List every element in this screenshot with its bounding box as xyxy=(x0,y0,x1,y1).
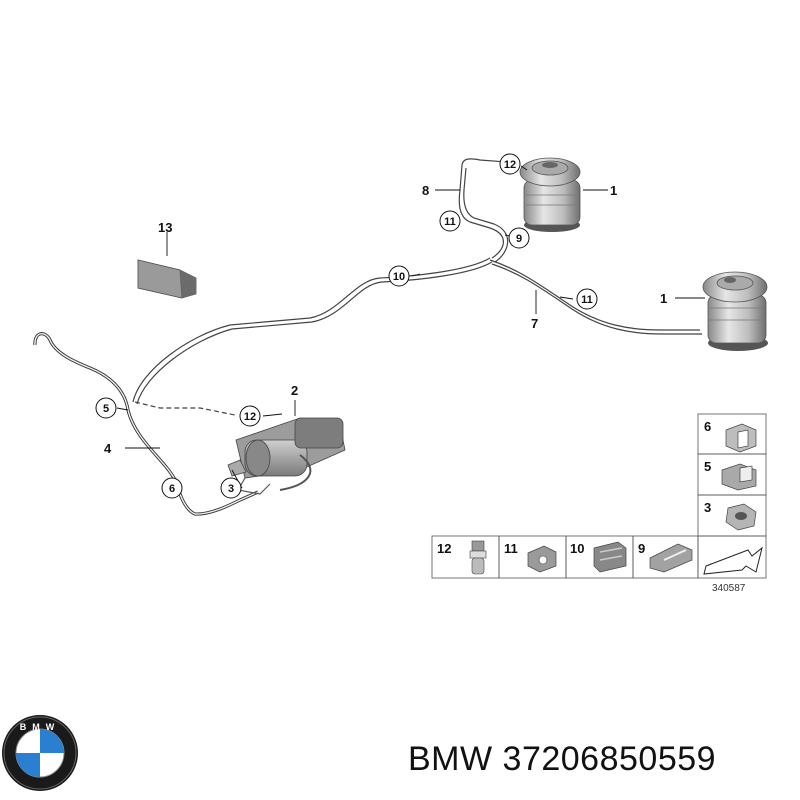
table-label-6: 6 xyxy=(704,419,711,434)
callout-3: 3 xyxy=(228,483,234,495)
callout-4: 4 xyxy=(104,441,112,456)
table-label-3: 3 xyxy=(704,500,711,515)
circled-callouts xyxy=(95,153,598,499)
callout-11-lower: 11 xyxy=(581,294,593,306)
air-lines xyxy=(33,158,702,516)
callout-7: 7 xyxy=(531,316,538,331)
callout-8: 8 xyxy=(422,183,429,198)
callout-6: 6 xyxy=(169,483,175,495)
callout-12-compressor: 12 xyxy=(244,411,256,423)
callout-13: 13 xyxy=(158,220,172,235)
callout-11-upper: 11 xyxy=(444,216,456,228)
callout-5: 5 xyxy=(103,403,109,415)
small-parts-table xyxy=(431,413,767,579)
part-10-holder-icon xyxy=(593,541,627,573)
air-spring-lower xyxy=(702,271,768,351)
part-5-clip-icon xyxy=(721,463,757,491)
part-number: 37206850559 xyxy=(502,740,717,778)
callout-9: 9 xyxy=(516,233,522,245)
air-spring-upper xyxy=(519,157,581,232)
part-6-clip-icon xyxy=(725,423,757,453)
callout-2: 2 xyxy=(291,383,298,398)
reference-number: 340587 xyxy=(712,583,746,594)
control-unit xyxy=(137,259,197,299)
callout-1-lower: 1 xyxy=(660,291,667,306)
part-9-holder-icon xyxy=(649,543,693,573)
callout-12-upper: 12 xyxy=(504,159,516,171)
part-3-nut-icon xyxy=(725,503,757,531)
callout-10: 10 xyxy=(393,271,405,283)
part-12-connector-icon xyxy=(469,540,487,575)
footer-caption: BMW 37206850559 xyxy=(408,740,716,779)
leader-lines xyxy=(116,165,705,489)
arrow-icon xyxy=(703,546,763,575)
brand-name: BMW xyxy=(408,740,493,778)
part-11-clip-icon xyxy=(527,545,557,573)
table-label-9: 9 xyxy=(638,541,645,556)
compressor-unit xyxy=(227,417,346,495)
table-label-12: 12 xyxy=(437,541,451,556)
table-label-10: 10 xyxy=(570,541,584,556)
table-label-11: 11 xyxy=(504,541,518,556)
bmw-logo: BMW xyxy=(2,715,78,791)
table-label-5: 5 xyxy=(704,459,711,474)
callout-1-upper: 1 xyxy=(610,183,617,198)
svg-text:BMW: BMW xyxy=(20,722,61,732)
